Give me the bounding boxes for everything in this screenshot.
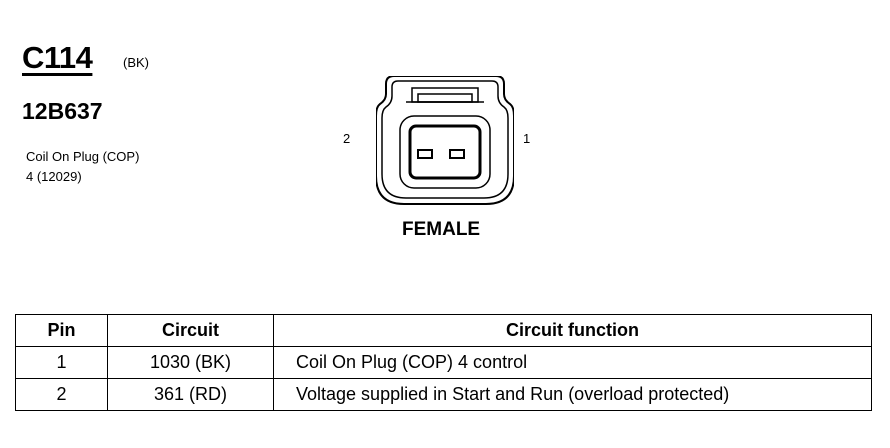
pin-label-2: 2: [343, 131, 351, 146]
cell-circuit-function: Coil On Plug (COP) 4 control: [273, 346, 872, 379]
connector-description-line2: 4 (12029): [26, 169, 82, 184]
connector-latch: [411, 87, 479, 103]
connector-id: C114: [22, 40, 93, 75]
connector-color-code: (BK): [123, 55, 149, 70]
cell-circuit: 361 (RD): [107, 378, 274, 411]
header-circuit-function: Circuit function: [273, 314, 872, 347]
table-row: 1 1030 (BK) Coil On Plug (COP) 4 control: [15, 346, 872, 379]
cell-circuit: 1030 (BK): [107, 346, 274, 379]
connector-outer-housing: [376, 76, 514, 205]
table-row: 2 361 (RD) Voltage supplied in Start and…: [15, 378, 872, 411]
pin-2-terminal: [417, 149, 433, 159]
connector-latch-inner: [417, 93, 473, 103]
header-circuit: Circuit: [107, 314, 274, 347]
connector-inner-housing: [381, 80, 509, 199]
pinout-table: Pin Circuit Circuit function 1 1030 (BK)…: [15, 314, 872, 411]
part-number: 12B637: [22, 98, 103, 124]
connector-gender-label: FEMALE: [402, 219, 481, 240]
cell-pin: 1: [15, 346, 108, 379]
terminal-cavity-outer: [399, 115, 491, 189]
pin-label-1: 1: [523, 131, 531, 146]
connector-face-diagram: [376, 76, 514, 205]
cell-pin: 2: [15, 378, 108, 411]
header-pin: Pin: [15, 314, 108, 347]
cell-circuit-function: Voltage supplied in Start and Run (overl…: [273, 378, 872, 411]
terminal-cavity-inner: [408, 124, 482, 180]
pinout-table-header-row: Pin Circuit Circuit function: [15, 314, 872, 347]
pin-1-terminal: [449, 149, 465, 159]
connector-description-line1: Coil On Plug (COP): [26, 149, 140, 164]
